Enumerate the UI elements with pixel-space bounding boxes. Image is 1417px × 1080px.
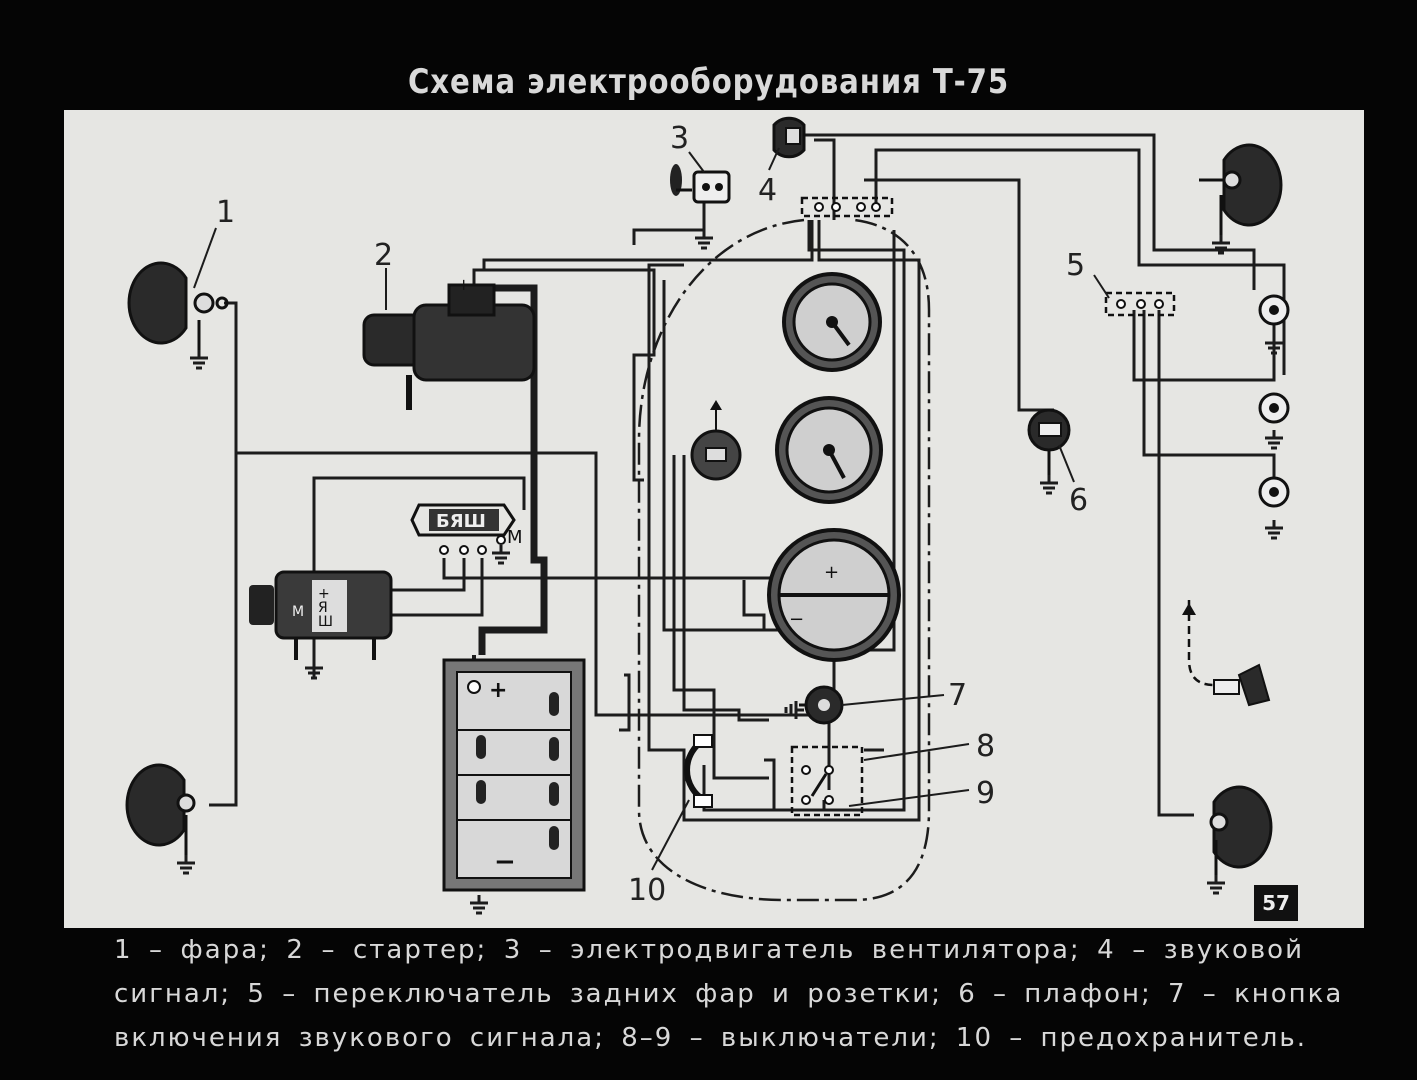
- label-8: 8: [976, 729, 995, 764]
- starter-icon: +: [362, 275, 536, 410]
- page-title: Схема электрооборудования Т-75: [407, 62, 1010, 102]
- headlight-icon: [127, 261, 229, 370]
- ammeter-minus-label: −: [789, 609, 804, 630]
- ammeter-icon: + −: [767, 528, 901, 662]
- gauge-icon: [782, 272, 882, 372]
- caption-line-1: 1 – фара; 2 – стартер; 3 – электродвигат…: [114, 935, 1304, 965]
- battery-minus-label: −: [494, 847, 516, 877]
- battery-cable: [478, 284, 548, 655]
- callout-labels: [193, 147, 1110, 871]
- gen-ya-label: Я: [318, 600, 328, 616]
- ammeter-plus-label: +: [824, 562, 839, 583]
- headlight-icon: [1205, 785, 1273, 895]
- voltage-regulator-icon: БЯШ М: [410, 503, 523, 565]
- caption: 1 – фара; 2 – стартер; 3 – электродвигат…: [114, 928, 1344, 1060]
- battery-plus-label: +: [489, 678, 507, 703]
- switch-block-icon: [1104, 291, 1176, 317]
- starter-plus-terminal: +: [457, 275, 470, 294]
- label-3: 3: [670, 121, 689, 156]
- label-1: 1: [216, 195, 235, 230]
- gen-m-label: М: [292, 604, 304, 620]
- gauge-icon: [690, 400, 742, 481]
- label-9: 9: [976, 776, 995, 811]
- regulator-m-label: М: [507, 527, 523, 548]
- label-5: 5: [1066, 248, 1085, 283]
- label-2: 2: [374, 238, 393, 273]
- switch-block-icon: [790, 745, 864, 817]
- gen-plus-label: +: [318, 586, 330, 602]
- lamp-icon: [1258, 294, 1290, 540]
- headlight-icon: [125, 763, 197, 875]
- cab-outline: [637, 218, 931, 902]
- generator-icon: + Я М Ш: [249, 570, 393, 680]
- regulator-label: БЯШ: [436, 511, 486, 532]
- label-4: 4: [758, 173, 777, 208]
- fan-motor-icon: [670, 164, 731, 250]
- junction-block: [800, 196, 894, 218]
- label-10: 10: [628, 873, 666, 908]
- horn-icon: [772, 116, 806, 159]
- diagram-panel: [64, 110, 1364, 928]
- label-7: 7: [948, 678, 967, 713]
- lamp-icon: [1027, 408, 1071, 495]
- caption-line-2: сигнал; 5 – переключатель задних фар и р…: [114, 979, 1344, 1009]
- gauge-icon: [775, 396, 883, 504]
- label-6: 6: [1069, 483, 1088, 518]
- page-number-badge: 57: [1254, 885, 1298, 921]
- caption-line-3: включения звукового сигнала; 8–9 – выклю…: [114, 1023, 1307, 1053]
- gen-sh-label: Ш: [318, 614, 333, 630]
- horn-button-icon: [784, 685, 844, 725]
- lamp-icon: [1182, 600, 1271, 707]
- headlight-icon: [1199, 143, 1283, 255]
- wires: [209, 133, 1286, 822]
- wiring-diagram: +: [125, 116, 1290, 915]
- fuse-icon: [684, 734, 713, 808]
- battery-icon: + −: [442, 658, 586, 915]
